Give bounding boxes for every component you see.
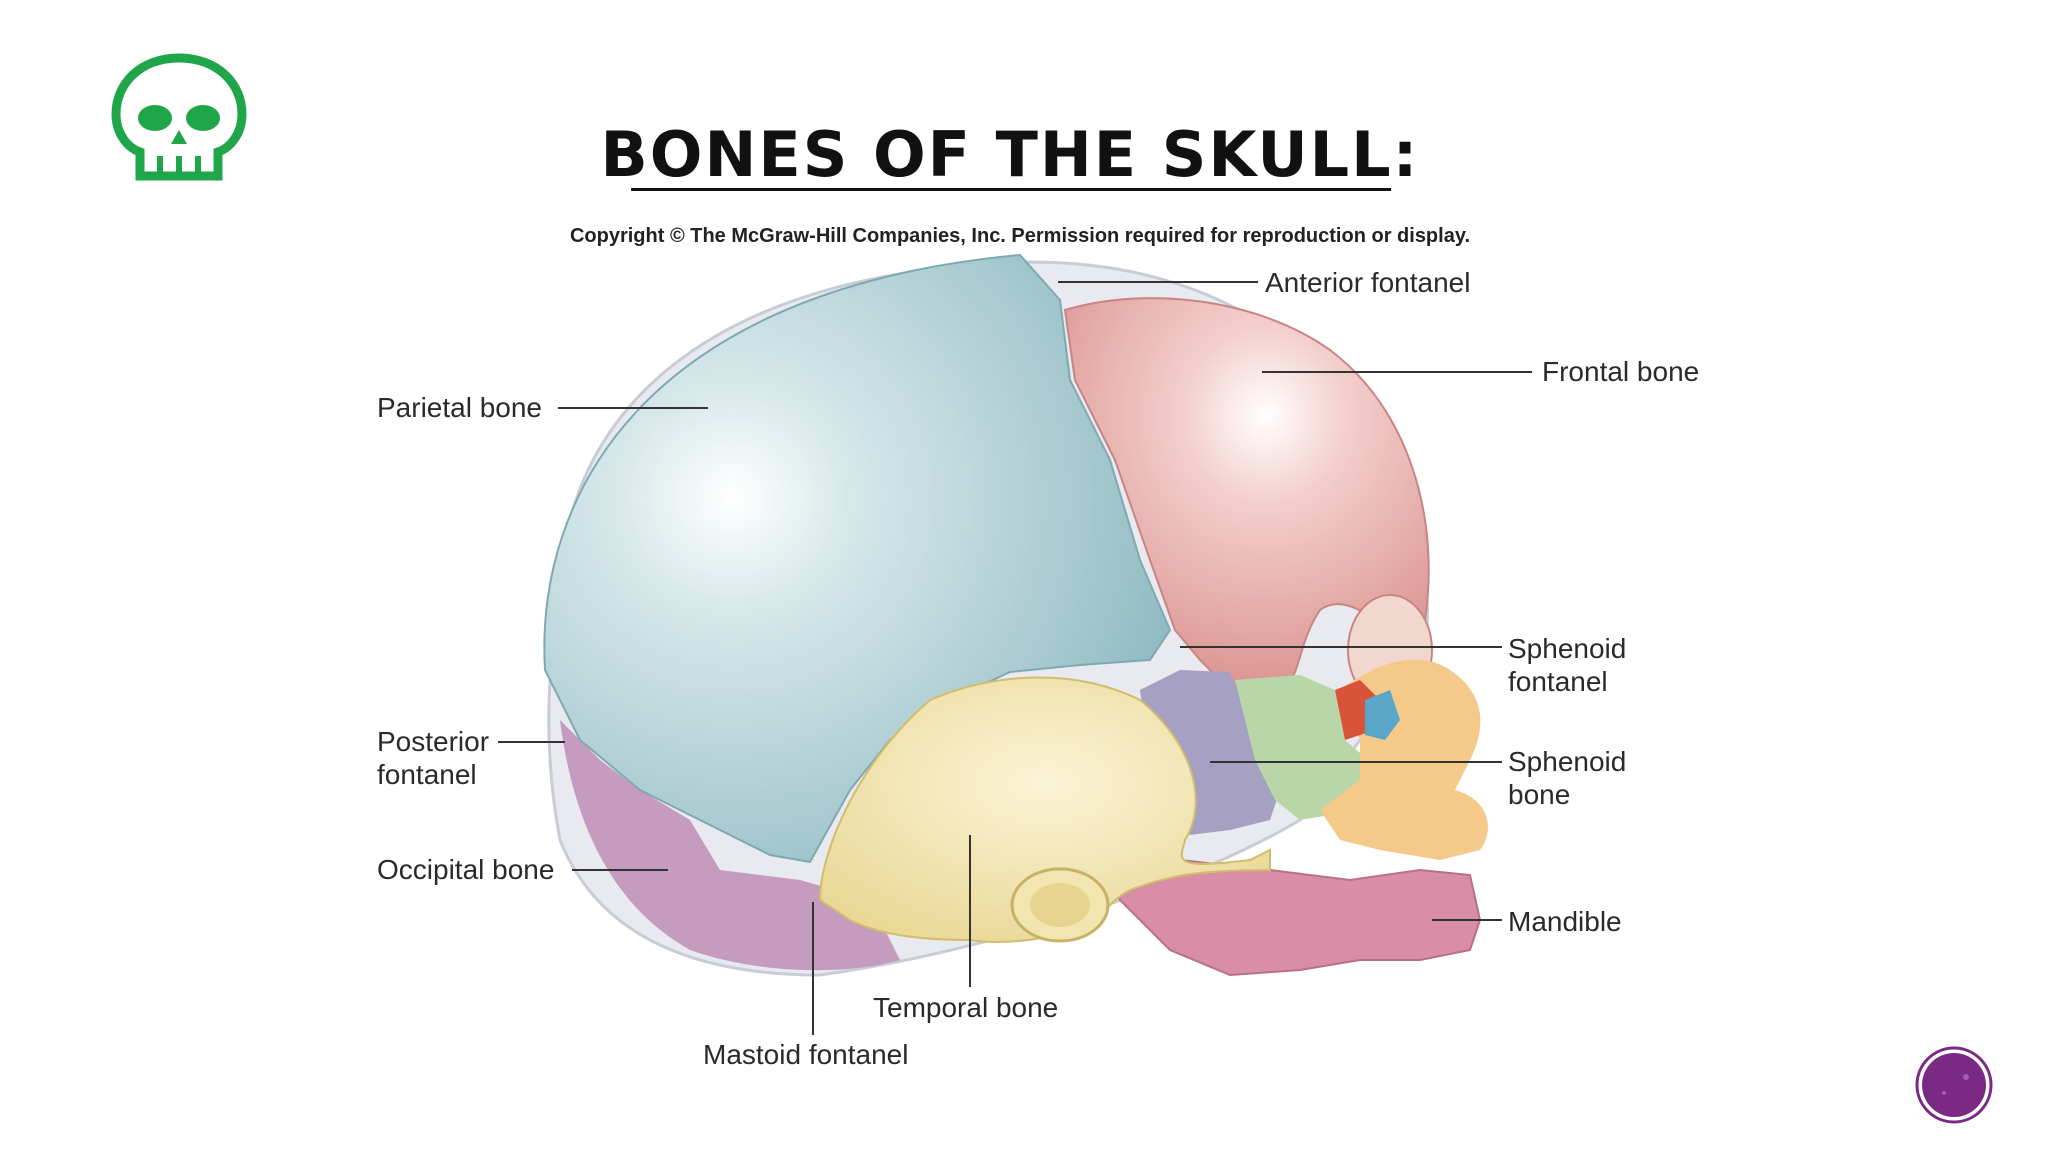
label-frontal-bone: Frontal bone	[1542, 356, 1700, 387]
skull-icon	[111, 53, 247, 181]
occipital-bone	[560, 720, 900, 971]
label-mastoid-fontanel: Mastoid fontanel	[703, 1039, 909, 1070]
label-posterior-fontanel-line1: Posterior	[377, 726, 490, 757]
mandible-bone	[1108, 858, 1482, 977]
copyright-notice: Copyright © The McGraw-Hill Companies, I…	[569, 225, 1471, 247]
zygomatic-region	[1235, 675, 1380, 820]
label-sphenoid-bone-line1: Sphenoid	[1508, 746, 1627, 777]
label-temporal-bone: Temporal bone	[873, 992, 1059, 1023]
label-mandible: Mandible	[1508, 906, 1622, 937]
slide-title: BONES OF THE SKULL:	[600, 118, 1420, 191]
label-anterior-fontanel: Anterior fontanel	[1265, 267, 1471, 298]
title-underline	[631, 188, 1391, 191]
label-parietal-bone: Parietal bone	[377, 392, 543, 423]
nasal-blue	[1365, 690, 1400, 740]
label-sphenoid-fontanel-line2: fontanel	[1508, 666, 1608, 697]
label-posterior-fontanel-line2: fontanel	[377, 759, 477, 790]
next-slide-button[interactable]	[1914, 1045, 1994, 1125]
label-sphenoid-fontanel-line1: Sphenoid	[1508, 633, 1627, 664]
temporal-bone	[818, 676, 1271, 943]
frontal-bone	[1063, 297, 1430, 692]
label-sphenoid-bone-line2: bone	[1508, 779, 1571, 810]
label-occipital-bone: Occipital bone	[377, 854, 555, 885]
